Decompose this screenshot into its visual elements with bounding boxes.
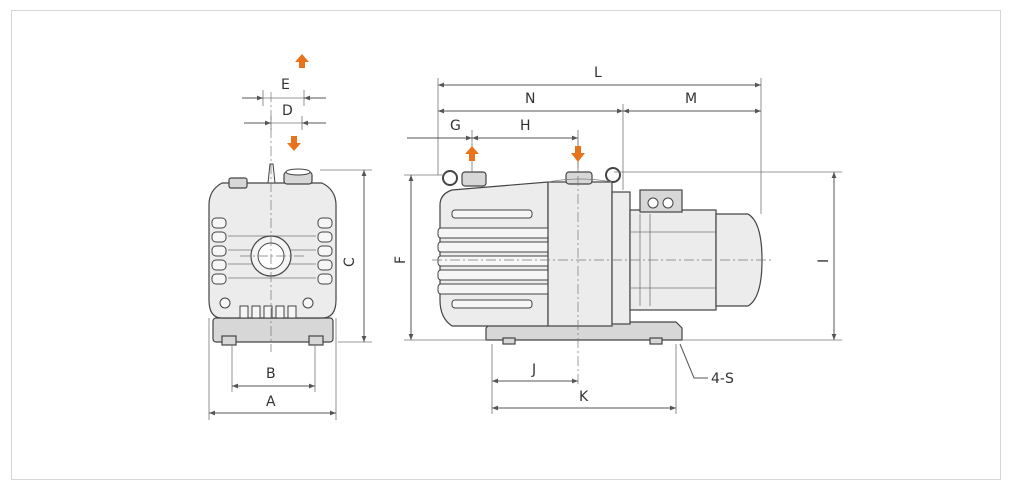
label-c: C	[342, 257, 358, 267]
front-view	[208, 92, 337, 352]
label-g: G	[450, 118, 461, 134]
label-a: A	[266, 394, 276, 410]
side-inlet-port	[461, 171, 487, 187]
side-inlet-down-arrow	[571, 146, 585, 162]
label-n: N	[525, 91, 535, 107]
front-foot-left	[221, 335, 237, 346]
front-foot-right	[308, 335, 324, 346]
label-f: F	[393, 256, 409, 264]
label-4s: 4-S	[711, 371, 734, 387]
side-coupling	[611, 191, 631, 325]
front-dimensions	[208, 90, 372, 420]
side-lifting-eye-left	[442, 170, 458, 186]
label-b: B	[266, 366, 276, 382]
label-k: K	[579, 389, 589, 405]
label-h: H	[520, 118, 531, 134]
front-inlet-down-arrow	[287, 136, 301, 151]
side-outlet-port	[565, 171, 593, 185]
side-exhaust-up-arrow	[465, 146, 479, 161]
side-terminal-box	[639, 189, 683, 213]
label-m: M	[685, 91, 697, 107]
label-j: J	[531, 362, 536, 378]
label-d: D	[282, 103, 293, 119]
front-oil-cap	[228, 177, 248, 189]
label-e: E	[281, 77, 290, 93]
flow-arrows	[287, 54, 585, 162]
dimension-labels: E D C B A L N M G H F I J K 4-S	[266, 65, 832, 410]
side-view	[432, 140, 772, 384]
side-oil-box	[547, 181, 613, 327]
side-lifting-eye-right	[605, 167, 621, 183]
front-exhaust-up-arrow	[295, 54, 309, 68]
label-l: L	[594, 65, 602, 81]
label-i: I	[816, 259, 832, 263]
front-gas-ballast	[267, 163, 276, 184]
